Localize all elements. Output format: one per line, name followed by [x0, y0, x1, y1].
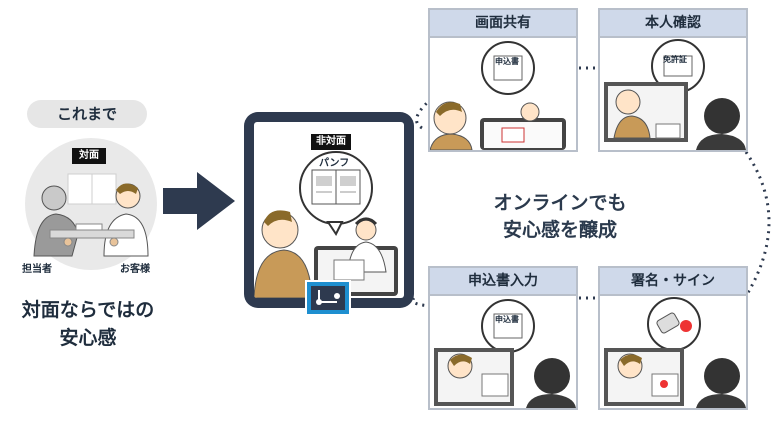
panel-application-input: 申込書入力: [428, 266, 578, 410]
online-caption: オンラインでも 安心感を醸成: [470, 190, 650, 244]
application-input-illustration: [434, 299, 576, 408]
staff-label: 担当者: [22, 264, 52, 275]
panel-application-input-body: [430, 296, 576, 408]
panel-screen-share-title: 画面共有: [430, 10, 576, 38]
panel-signature-body: [600, 296, 746, 408]
face-to-face-tag: 対面: [72, 148, 106, 164]
left-caption-line1: 対面ならではの: [21, 299, 155, 321]
panel-screen-share-body: [430, 38, 576, 150]
panel-signature: 署名・サイン: [598, 266, 748, 410]
face-to-face-illustration: [25, 138, 157, 270]
panel-application-input-title: 申込書入力: [430, 268, 576, 296]
id-verify-illustration: [604, 39, 746, 150]
online-caption-line1: オンラインでも: [493, 192, 627, 214]
remote-screen: [254, 122, 404, 298]
application-doc-label: 申込書: [495, 315, 519, 324]
panel-id-verify-body: [600, 38, 746, 150]
id-doc-label: 免許証: [663, 55, 687, 64]
left-caption-line2: 安心感: [59, 327, 117, 349]
pamphlet-label: パンフ: [319, 158, 350, 169]
customer-label: お客様: [120, 264, 150, 275]
right-arrow-icon: [163, 172, 235, 230]
screen-share-illustration: [430, 41, 566, 150]
before-badge: これまで: [27, 100, 147, 128]
panel-id-verify: 本人確認: [598, 8, 748, 152]
signature-illustration: [604, 297, 746, 408]
dotted-connectors: [411, 66, 771, 308]
panel-id-verify-title: 本人確認: [600, 10, 746, 38]
left-caption: 対面ならではの 安心感: [0, 296, 176, 352]
remote-tag: 非対面: [311, 134, 351, 150]
screen-share-doc-label: 申込書: [495, 57, 519, 66]
panel-signature-title: 署名・サイン: [600, 268, 746, 296]
panel-screen-share: 画面共有: [428, 8, 578, 152]
connector-icon: [305, 280, 351, 316]
online-caption-line2: 安心感を醸成: [502, 219, 617, 241]
